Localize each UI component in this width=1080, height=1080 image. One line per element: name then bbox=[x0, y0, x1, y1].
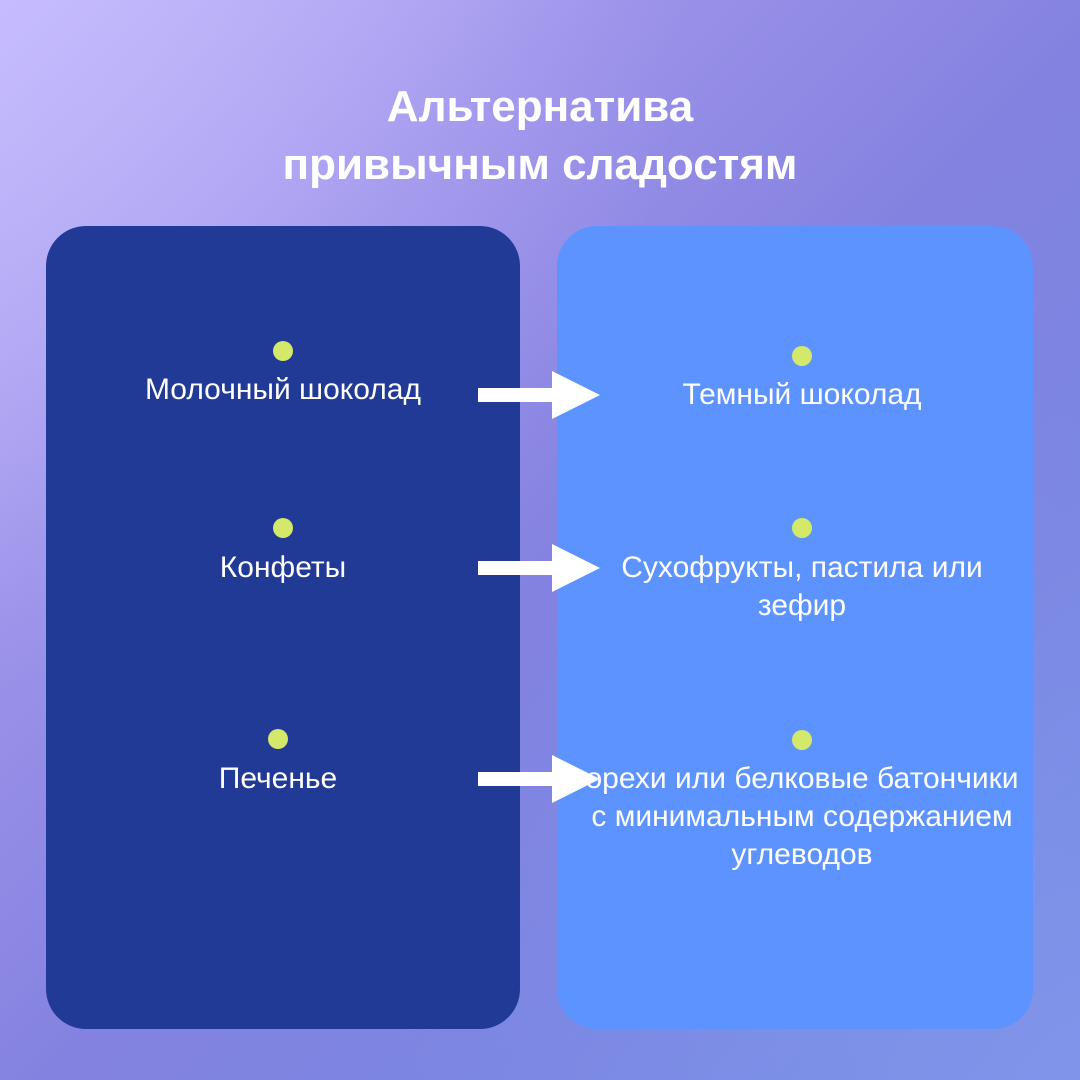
alternatives-panel bbox=[557, 226, 1033, 1029]
arrow-right-icon bbox=[478, 371, 600, 419]
bullet-dot bbox=[792, 518, 812, 538]
sweet-item-candies: Конфеты bbox=[219, 551, 347, 584]
alternative-item-nuts-bars: орехи или белковые батончики с минимальн… bbox=[585, 762, 1019, 871]
bullet-dot bbox=[273, 341, 293, 361]
bullet-dot bbox=[792, 346, 812, 366]
alternative-item-dried-fruits: Сухофрукты, пастила или зефир bbox=[621, 551, 983, 622]
page-title: Альтернатива привычным сладостям bbox=[0, 78, 1080, 194]
sweet-item-cookies: Печенье bbox=[218, 762, 338, 795]
bullet-dot bbox=[268, 729, 288, 749]
bullet-dot bbox=[792, 730, 812, 750]
arrow-right-icon bbox=[478, 755, 600, 803]
title-line-1: Альтернатива bbox=[386, 82, 694, 131]
alternative-item-dark-chocolate: Темный шоколад bbox=[682, 378, 922, 411]
sweet-item-milk-chocolate: Молочный шоколад bbox=[144, 373, 421, 406]
title-line-2: привычным сладостям bbox=[282, 140, 798, 189]
arrow-right-icon bbox=[478, 544, 600, 592]
bullet-dot bbox=[273, 518, 293, 538]
